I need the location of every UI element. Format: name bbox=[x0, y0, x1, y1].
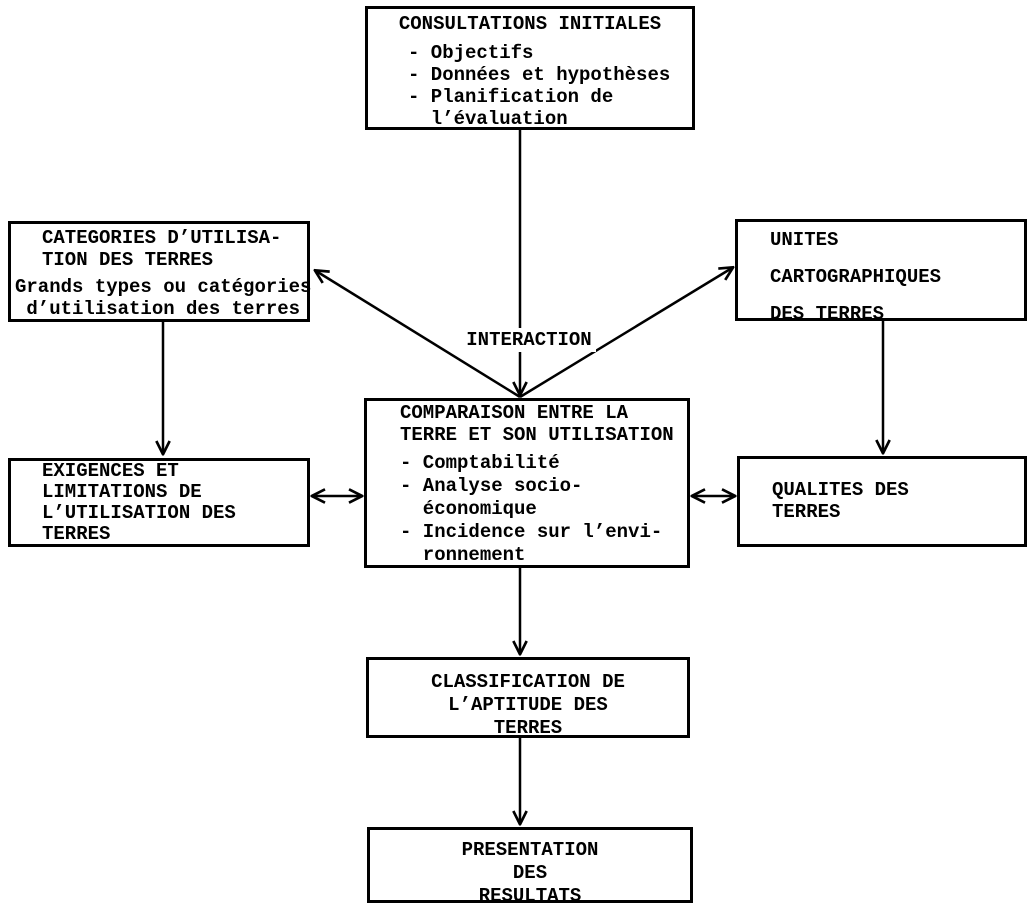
box-body: QUALITES DES TERRES bbox=[772, 479, 909, 523]
box-land-use-comparison: COMPARAISON ENTRE LA TERRE ET SON UTILIS… bbox=[364, 398, 690, 568]
box-land-use-categories: CATEGORIES D’UTILISA- TION DES TERRES Gr… bbox=[8, 221, 312, 322]
box-land-mapping-units: UNITES CARTOGRAPHIQUES DES TERRES bbox=[735, 219, 1027, 325]
arrow-interaction-to-unites bbox=[519, 268, 732, 399]
box-body: EXIGENCES ET LIMITATIONS DE L’UTILISATIO… bbox=[42, 460, 236, 545]
box-title: COMPARAISON ENTRE LA TERRE ET SON UTILIS… bbox=[400, 402, 674, 446]
box-land-suitability-classification: CLASSIFICATION DE L’APTITUDE DES TERRES bbox=[366, 657, 690, 739]
box-results-presentation: PRESENTATION DES RESULTATS bbox=[367, 827, 693, 907]
box-land-use-requirements: EXIGENCES ET LIMITATIONS DE L’UTILISATIO… bbox=[8, 458, 310, 547]
box-land-qualities: QUALITES DES TERRES bbox=[737, 456, 1027, 547]
box-body: - Comptabilité - Analyse socio- économiq… bbox=[400, 452, 663, 566]
arrow-interaction-to-categories bbox=[316, 271, 521, 399]
box-body: CLASSIFICATION DE L’APTITUDE DES TERRES bbox=[431, 671, 625, 739]
box-body: PRESENTATION DES RESULTATS bbox=[461, 839, 599, 907]
interaction-label: INTERACTION bbox=[462, 328, 596, 352]
box-initial-consultations: CONSULTATIONS INITIALES - Objectifs - Do… bbox=[365, 6, 695, 130]
box-body: - Objectifs - Données et hypothèses - Pl… bbox=[408, 42, 671, 130]
box-title: CATEGORIES D’UTILISA- TION DES TERRES bbox=[42, 227, 282, 271]
box-body: Grands types ou catégories d’utilisation… bbox=[15, 276, 312, 320]
box-title: CONSULTATIONS INITIALES bbox=[398, 13, 662, 35]
box-body: UNITES CARTOGRAPHIQUES DES TERRES bbox=[770, 229, 942, 325]
